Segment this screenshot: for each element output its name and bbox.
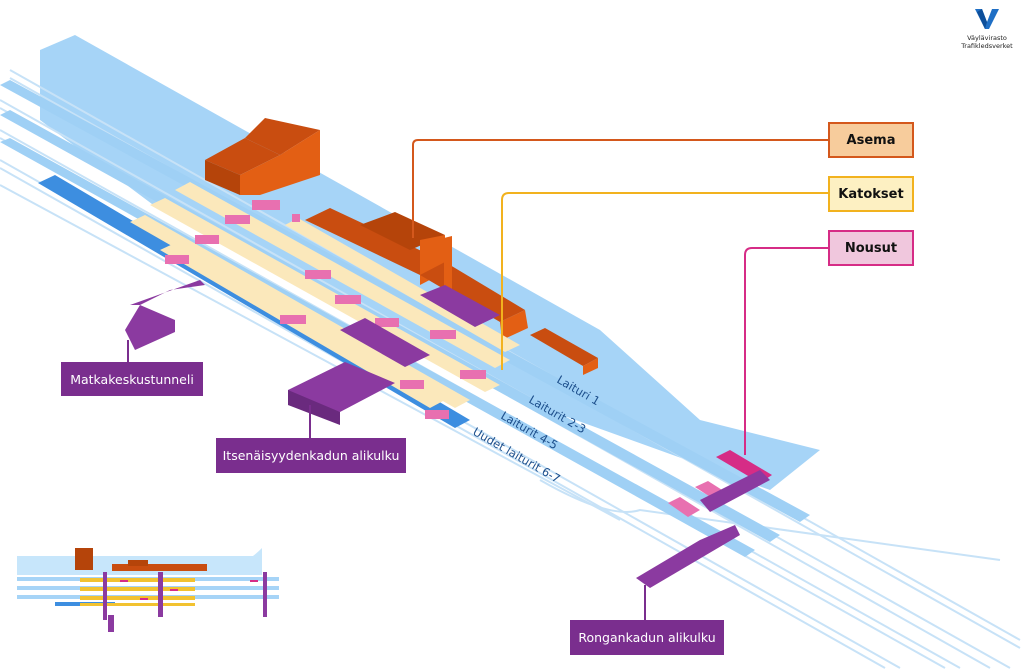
leader-asema	[412, 139, 828, 238]
station-buildings	[205, 118, 598, 375]
legend-asema: Asema	[828, 122, 914, 158]
label-matkakeskustunneli-text: Matkakeskustunneli	[70, 371, 194, 387]
leader-nousut	[744, 247, 828, 455]
vaylavirasto-logo-icon	[975, 9, 999, 29]
legend-asema-label: Asema	[846, 132, 896, 148]
tunnels	[125, 280, 770, 588]
legend-katokset: Katokset	[828, 176, 914, 212]
legend-nousut: Nousut	[828, 230, 914, 266]
logo-name-sv: Trafikledsverket	[961, 42, 1013, 50]
canopies	[130, 182, 520, 408]
label-rongankadun-text: Rongankadun alikulku	[578, 630, 716, 645]
legend-nousut-label: Nousut	[844, 240, 898, 256]
label-rongankadun-alikulku: Rongankadun alikulku	[570, 620, 724, 655]
label-matkakeskustunneli: Matkakeskustunneli	[61, 362, 203, 396]
logo-name-fi: Väylävirasto	[967, 34, 1007, 42]
leader-katokset	[501, 192, 828, 370]
label-itsenaisyydenkadun-text: Itsenäisyydenkadun alikulku	[222, 448, 400, 463]
legend-katokset-label: Katokset	[838, 186, 904, 202]
label-itsenaisyydenkadun-alikulku: Itsenäisyydenkadun alikulku	[216, 438, 406, 473]
overview-minimap	[17, 548, 279, 632]
vaylavirasto-logo: Väylävirasto Trafikledsverket	[952, 8, 1022, 50]
